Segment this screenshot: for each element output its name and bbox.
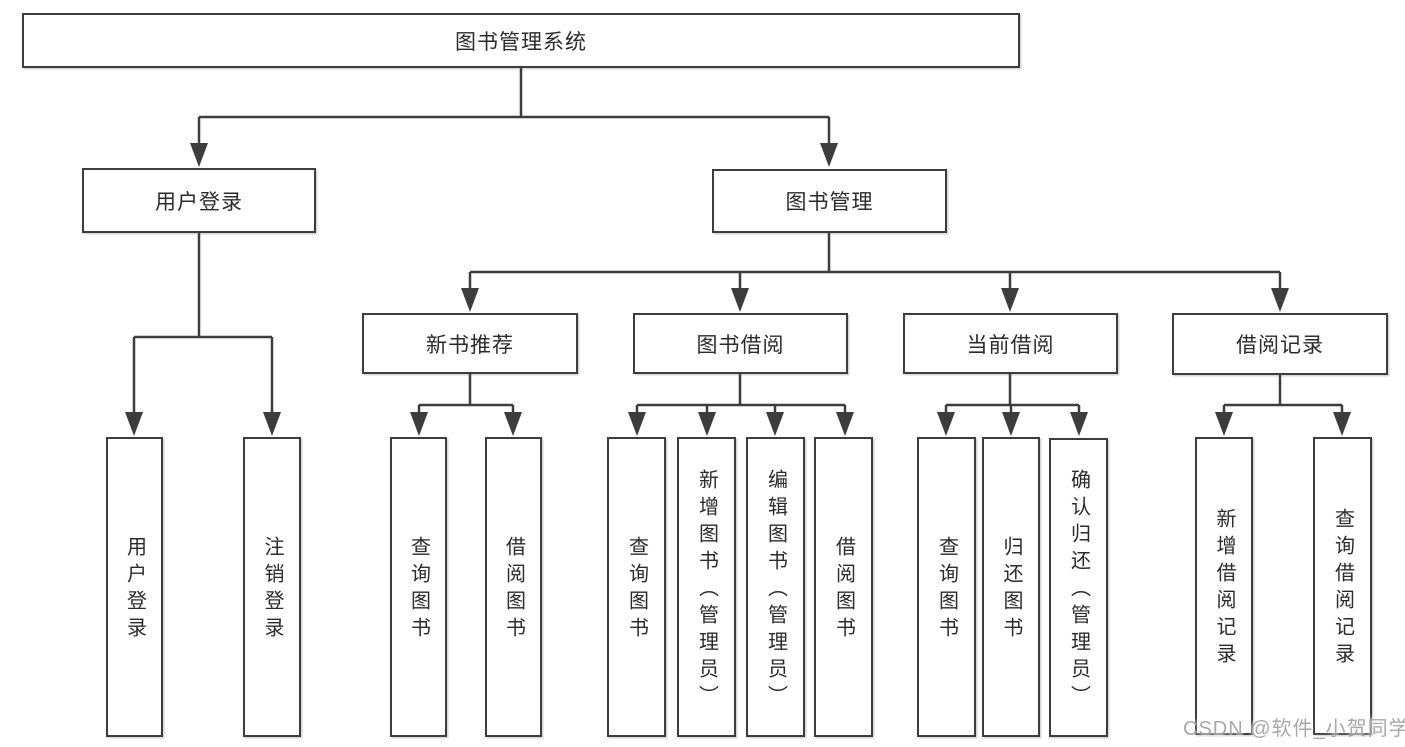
node-book-management: 图书管理 — [712, 169, 947, 233]
csdn-watermark: CSDN @软件_小贺同学 — [1183, 718, 1405, 740]
leaf-logout: 注销登录 — [243, 437, 301, 737]
arrowheads — [125, 143, 1351, 436]
node-book-borrow: 图书借阅 — [633, 313, 848, 374]
node-new-book-recommend: 新书推荐 — [362, 313, 578, 374]
leaf-recommend-query-books: 查询图书 — [390, 437, 447, 737]
leaf-records-add-record: 新增借阅记录 — [1195, 437, 1253, 735]
node-library-system: 图书管理系统 — [22, 13, 1020, 68]
leaf-current-query-books: 查询图书 — [917, 437, 976, 737]
leaf-borrow-add-books-admin: 新增图书（管理员） — [677, 437, 736, 737]
leaf-borrow-edit-books-admin: 编辑图书（管理员） — [746, 437, 805, 737]
node-borrow-records: 借阅记录 — [1172, 313, 1388, 375]
leaf-borrow-borrow-books: 借阅图书 — [814, 437, 873, 737]
leaf-current-return-books: 归还图书 — [982, 437, 1040, 737]
node-user-login: 用户登录 — [82, 168, 316, 233]
leaf-records-query-record: 查询借阅记录 — [1313, 437, 1372, 735]
leaf-borrow-query-books: 查询图书 — [607, 437, 666, 737]
leaf-current-confirm-return-admin: 确认归还（管理员） — [1049, 438, 1108, 737]
leaf-recommend-borrow-books: 借阅图书 — [485, 437, 542, 737]
leaf-user-login: 用户登录 — [106, 437, 163, 737]
node-current-borrow: 当前借阅 — [903, 313, 1118, 374]
